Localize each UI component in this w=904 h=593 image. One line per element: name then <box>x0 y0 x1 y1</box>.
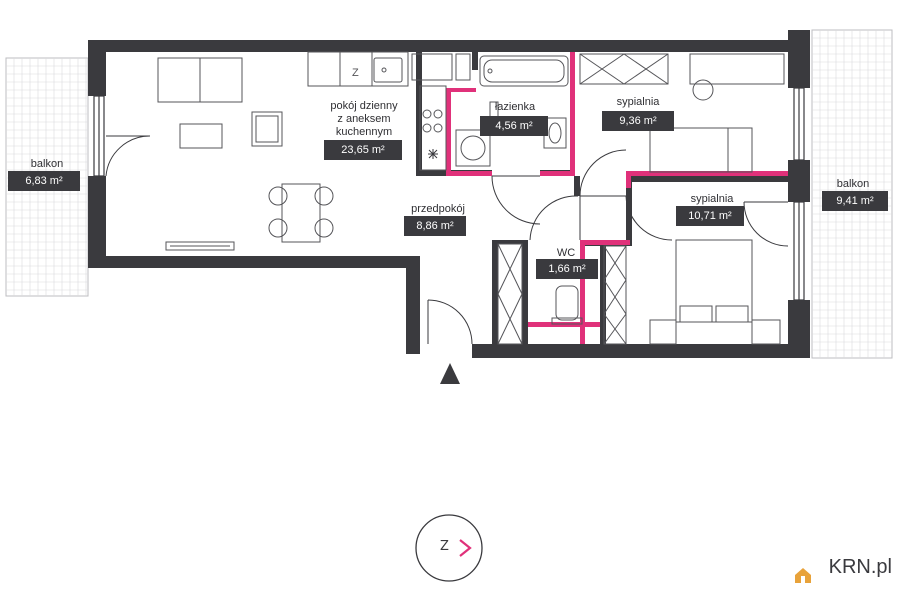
entrance-arrow <box>440 363 460 384</box>
living-room-area-badge: 23,65 m² <box>324 140 402 160</box>
krn-logo: KRN.pl <box>807 556 892 579</box>
bathroom-label: łazienka <box>494 101 536 113</box>
compass <box>415 514 483 582</box>
living-room-label-line2: z aneksem <box>337 113 391 125</box>
living-room-label-line1: pokój dzienny <box>330 100 398 112</box>
bedroom2-label: sypialnia <box>690 193 734 205</box>
balcony-left-area-badge: 6,83 m² <box>8 171 80 191</box>
balcony-left-label: balkon <box>30 158 64 170</box>
logo-house-spacer <box>807 559 825 577</box>
compass-north-letter: Z <box>440 539 449 554</box>
bedroom1-area-badge: 9,36 m² <box>602 111 674 131</box>
balcony-right-area-badge: 9,41 m² <box>822 191 888 211</box>
bedroom1-label: sypialnia <box>616 96 660 108</box>
logo-house-icon <box>795 568 811 583</box>
exterior-walls <box>88 30 810 358</box>
hallway-area-badge: 8,86 m² <box>404 216 466 236</box>
bedroom2-area-badge: 10,71 m² <box>676 206 744 226</box>
bedroom1-furniture <box>579 53 785 173</box>
wc-area-badge: 1,66 m² <box>536 259 598 279</box>
kitchen-symbols: Z <box>352 67 438 159</box>
bedroom2-furniture <box>603 239 781 345</box>
hallway-label: przedpokój <box>411 203 465 215</box>
hallway-wardrobe <box>497 243 523 345</box>
living-room-label: pokój dzienny z aneksem kuchennym <box>304 100 424 139</box>
balcony-right-label: balkon <box>836 178 870 190</box>
wc-fixtures <box>551 285 583 325</box>
wc-label: WC <box>556 247 576 259</box>
svg-text:Z: Z <box>352 67 359 79</box>
living-room-label-line3: kuchennym <box>335 126 393 138</box>
doors <box>105 135 789 345</box>
bathroom-area-badge: 4,56 m² <box>480 116 548 136</box>
living-furniture <box>157 51 471 251</box>
logo-text: KRN.pl <box>828 556 892 578</box>
bathroom-fixtures <box>455 55 569 167</box>
windows <box>93 87 805 301</box>
